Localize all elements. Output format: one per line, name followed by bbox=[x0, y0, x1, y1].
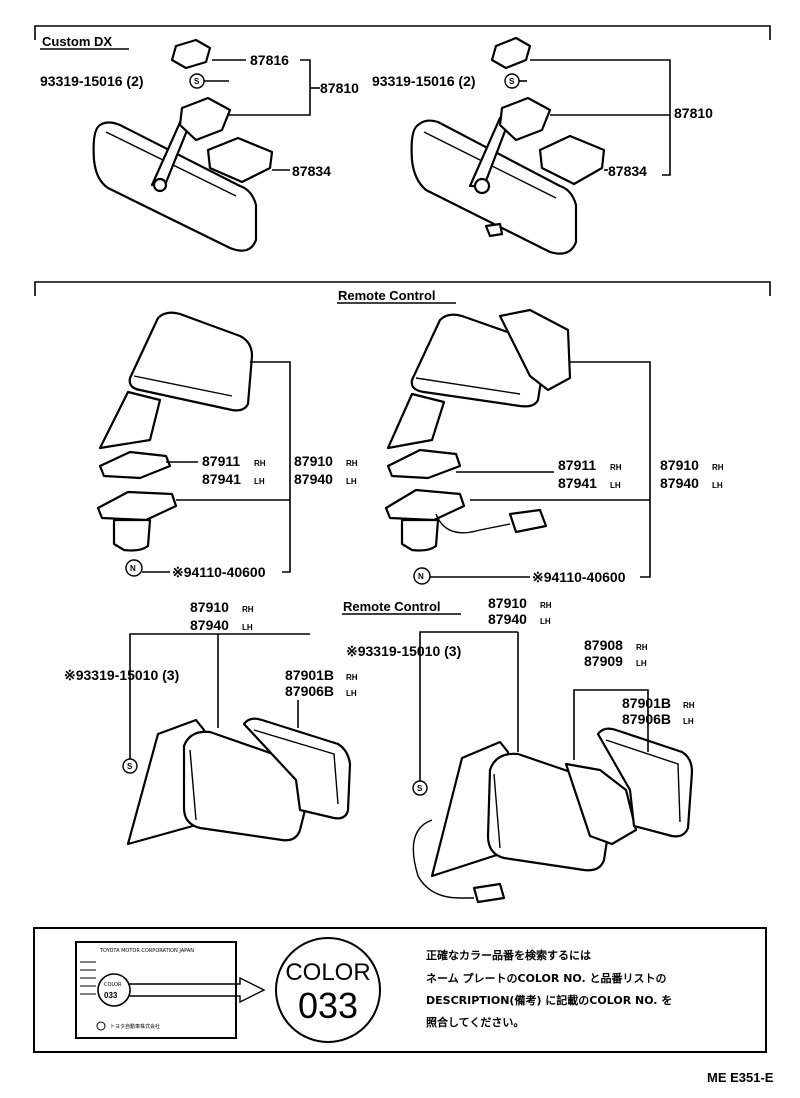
section-title-remote-control: Remote Control bbox=[338, 288, 436, 303]
leader bbox=[129, 633, 218, 759]
part-87901b: 87901B bbox=[285, 667, 334, 683]
name-plate bbox=[75, 941, 266, 1039]
part-87911: 87911 bbox=[558, 457, 596, 473]
part-87940-lh: LH bbox=[346, 477, 357, 486]
part-87940-lh: LH bbox=[242, 623, 253, 632]
part-87909: 87909 bbox=[584, 653, 623, 669]
part-93319-15016: 93319-15016 (2) bbox=[372, 73, 476, 89]
part-93319-15010: ※93319-15010 (3) bbox=[346, 643, 461, 659]
part-87908: 87908 bbox=[584, 637, 623, 653]
nut-symbol-n: N bbox=[418, 572, 424, 581]
part-87910-rh: RH bbox=[540, 601, 552, 610]
part-87909-lh: LH bbox=[636, 659, 647, 668]
custom-dx-frame bbox=[34, 25, 771, 40]
part-87940: 87940 bbox=[294, 471, 333, 487]
part-87910: 87910 bbox=[190, 599, 229, 615]
part-87941-lh: LH bbox=[610, 481, 621, 490]
inner-mirror-left bbox=[92, 38, 274, 252]
color-note-box bbox=[33, 927, 767, 1053]
part-93319-15016: 93319-15016 (2) bbox=[40, 73, 144, 89]
part-87911-rh: RH bbox=[254, 459, 266, 468]
part-87910: 87910 bbox=[488, 595, 527, 611]
part-87941: 87941 bbox=[558, 475, 597, 491]
remote-control-frame bbox=[34, 281, 771, 296]
screw-symbol-s: S bbox=[417, 784, 423, 793]
diagram-code: ME E351-E bbox=[707, 1070, 774, 1085]
leader bbox=[608, 689, 649, 752]
color-circle-label: COLOR bbox=[285, 959, 370, 986]
leader bbox=[419, 631, 518, 781]
leader bbox=[530, 59, 671, 176]
part-87910-rh: RH bbox=[346, 459, 358, 468]
part-87901b-rh: RH bbox=[346, 673, 358, 682]
part-87910: 87910 bbox=[294, 453, 333, 469]
part-87901b: 87901B bbox=[622, 695, 671, 711]
door-mirror-bottom-left bbox=[122, 717, 352, 846]
part-87908-rh: RH bbox=[636, 643, 648, 652]
part-87940: 87940 bbox=[660, 475, 699, 491]
part-87941-lh: LH bbox=[254, 477, 265, 486]
part-87906b: 87906B bbox=[285, 683, 334, 699]
part-87910-rh: RH bbox=[242, 605, 254, 614]
color-circle bbox=[275, 937, 381, 1043]
leader bbox=[573, 689, 608, 760]
inner-mirror-right bbox=[410, 36, 606, 255]
part-87940: 87940 bbox=[488, 611, 527, 627]
part-87906b-lh: LH bbox=[683, 717, 694, 726]
part-87834: 87834 bbox=[292, 163, 331, 179]
section-title-remote-control-2: Remote Control bbox=[343, 599, 441, 614]
part-87834: 87834 bbox=[608, 163, 647, 179]
part-87906b-lh: LH bbox=[346, 689, 357, 698]
part-87940-lh: LH bbox=[540, 617, 551, 626]
part-87941: 87941 bbox=[202, 471, 241, 487]
screw-symbol-s: S bbox=[127, 762, 133, 771]
note-line-1: 正確なカラー品番を検索するには bbox=[426, 948, 591, 962]
color-circle-value: 033 bbox=[298, 985, 358, 1026]
plate-color-label: COLOR bbox=[104, 982, 122, 988]
part-87910: 87910 bbox=[660, 457, 699, 473]
part-87810: 87810 bbox=[674, 105, 713, 121]
note-line-2: ネーム プレートのCOLOR NO. と品番リストの bbox=[426, 971, 667, 985]
part-87940-lh: LH bbox=[712, 481, 723, 490]
part-87910-rh: RH bbox=[712, 463, 724, 472]
outer-mirror-mid-left bbox=[96, 311, 254, 577]
part-87906b: 87906B bbox=[622, 711, 671, 727]
part-87901b-rh: RH bbox=[683, 701, 695, 710]
leader bbox=[250, 361, 291, 573]
part-94110-40600: ※94110-40600 bbox=[532, 569, 626, 585]
note-line-4: 照合してください。 bbox=[426, 1015, 524, 1029]
screw-symbol-s: S bbox=[194, 77, 200, 86]
part-87911: 87911 bbox=[202, 453, 240, 469]
leader bbox=[570, 361, 651, 578]
part-87810: 87810 bbox=[320, 80, 359, 96]
leader bbox=[228, 59, 311, 116]
part-87816: 87816 bbox=[250, 52, 289, 68]
plate-title: TOYOTA MOTOR CORPORATION JAPAN bbox=[99, 948, 194, 954]
plate-maker: トヨタ自動車株式会社 bbox=[110, 1023, 160, 1030]
section-title-custom-dx: Custom DX bbox=[42, 34, 112, 49]
screw-symbol-s: S bbox=[509, 77, 515, 86]
part-87911-rh: RH bbox=[610, 463, 622, 472]
part-93319-15010: ※93319-15010 (3) bbox=[64, 667, 179, 683]
part-94110-40600: ※94110-40600 bbox=[172, 564, 266, 580]
note-line-3: DESCRIPTION(備考) に記載のCOLOR NO. を bbox=[426, 993, 672, 1007]
plate-color-value: 033 bbox=[104, 991, 118, 1000]
door-mirror-bottom-right bbox=[412, 727, 694, 904]
part-87940: 87940 bbox=[190, 617, 229, 633]
nut-symbol-n: N bbox=[130, 564, 136, 573]
outer-mirror-mid-right bbox=[384, 308, 572, 585]
